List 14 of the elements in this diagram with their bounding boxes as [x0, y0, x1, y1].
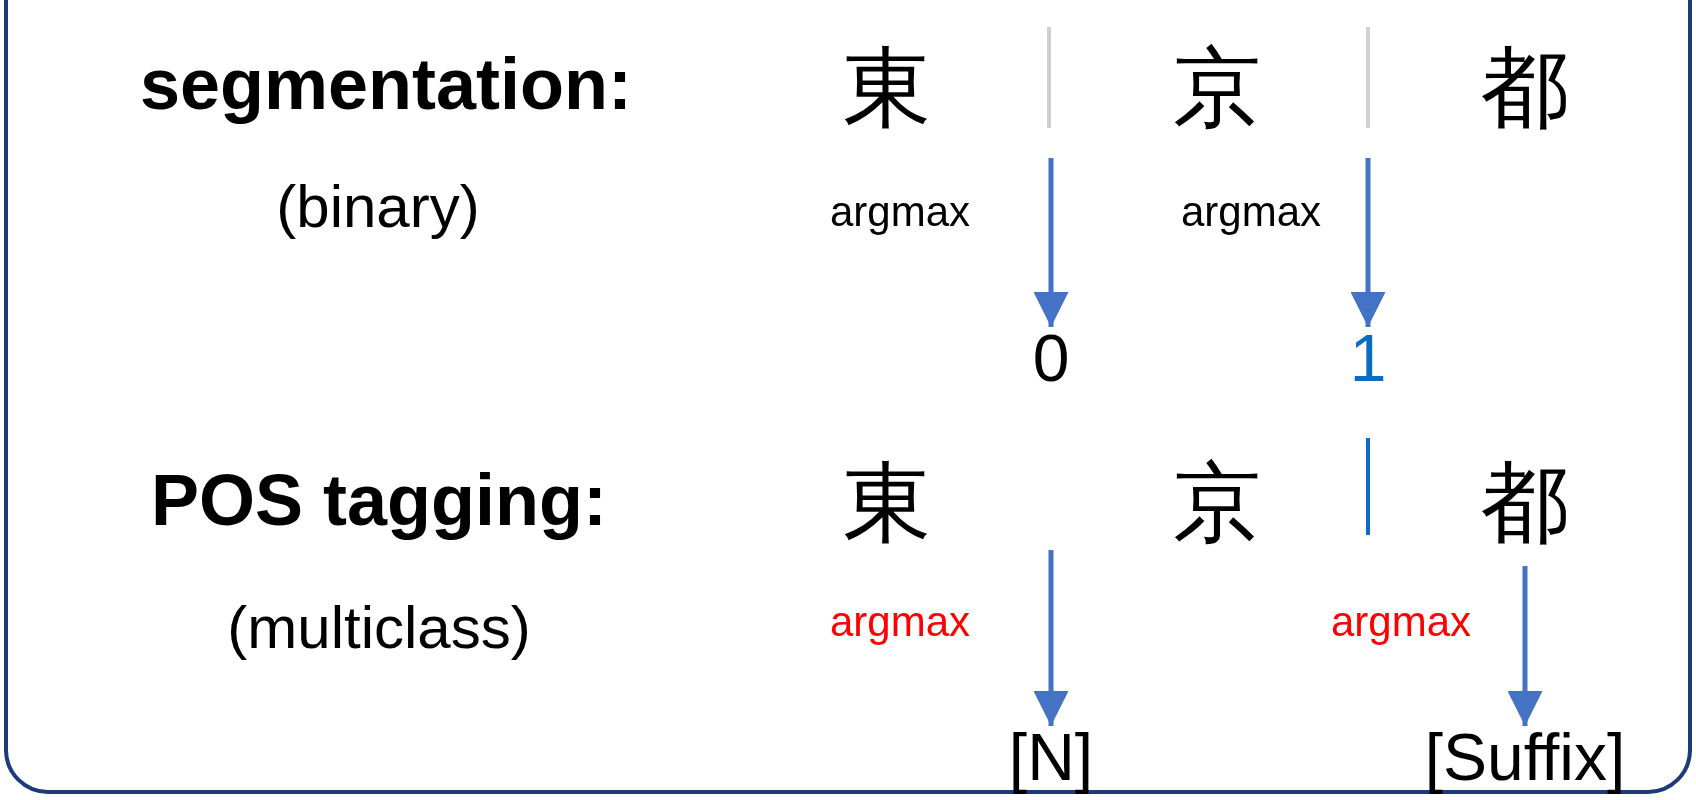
- arrow: [1507, 566, 1543, 726]
- output-value: 0: [1032, 325, 1070, 391]
- character: 都: [1481, 44, 1569, 132]
- arrow: [1350, 158, 1386, 327]
- output-value: 1: [1349, 325, 1387, 391]
- character: 都: [1481, 459, 1569, 547]
- task-type: (multiclass): [227, 598, 531, 658]
- character: 東: [843, 44, 931, 132]
- arrow: [1033, 158, 1069, 327]
- task-type: (binary): [276, 177, 480, 237]
- arrow: [1033, 550, 1069, 726]
- character: 東: [843, 459, 931, 547]
- character: 京: [1173, 44, 1261, 132]
- character: 京: [1173, 459, 1261, 547]
